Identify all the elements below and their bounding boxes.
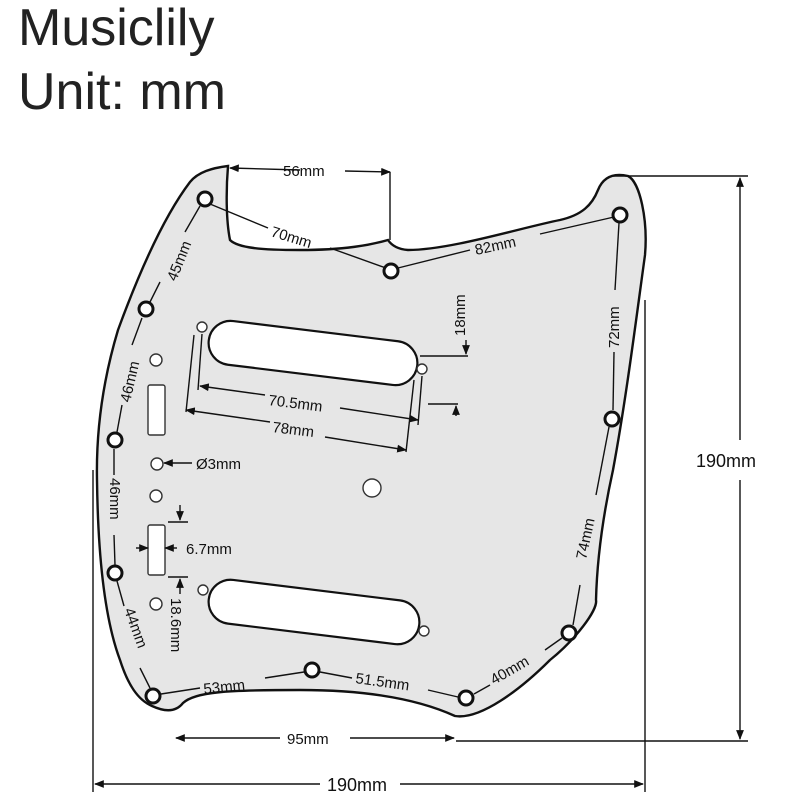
- dim-screw-46b: 46mm: [106, 478, 123, 520]
- pickguard-outline: [95, 164, 647, 718]
- pickup-hole: [197, 584, 209, 596]
- pickup-hole: [196, 321, 208, 333]
- switch-hole: [149, 353, 163, 367]
- dim-bottom-gap: 95mm: [287, 731, 329, 748]
- dim-pickup-outer: 78mm: [272, 419, 315, 441]
- switch-hole: [149, 489, 163, 503]
- screw-hole: [382, 262, 400, 280]
- dim-slot-width: 6.7mm: [186, 541, 232, 558]
- screw-hole: [137, 300, 155, 318]
- dimension-lines: [92, 164, 748, 792]
- dim-screw-70: 70mm: [269, 224, 314, 252]
- screw-hole: [457, 689, 475, 707]
- neck-pickup-cavity: [207, 319, 419, 387]
- screw-hole: [560, 624, 578, 642]
- screw-hole: [196, 190, 214, 208]
- dim-hole-diameter: Ø3mm: [196, 456, 241, 473]
- dim-height: 190mm: [696, 451, 756, 471]
- screw-hole: [106, 431, 124, 449]
- switch-slot: [147, 524, 166, 576]
- switch-slot: [147, 384, 166, 436]
- dim-top-gap: 56mm: [283, 163, 325, 180]
- bridge-pickup-cavity: [207, 578, 421, 646]
- screw-hole: [603, 410, 621, 428]
- unit-label: Unit: mm: [18, 63, 226, 121]
- screw-hole: [303, 661, 321, 679]
- dim-pickup-inner: 70.5mm: [268, 392, 324, 415]
- switch-hole: [150, 457, 164, 471]
- brand-title: Musiclily: [18, 0, 215, 57]
- pickup-hole: [416, 363, 428, 375]
- screw-hole: [611, 206, 629, 224]
- switch-hole: [149, 597, 163, 611]
- screw-hole: [106, 564, 124, 582]
- pickup-hole: [418, 625, 430, 637]
- screw-hole: [144, 687, 162, 705]
- dim-screw-53: 53mm: [203, 677, 246, 698]
- dim-pickup-height: 18mm: [452, 294, 469, 336]
- dim-width: 190mm: [327, 775, 387, 795]
- center-hole: [362, 478, 382, 498]
- dim-slot-length: 18.6mm: [167, 598, 184, 652]
- dim-screw-72: 72mm: [606, 306, 623, 348]
